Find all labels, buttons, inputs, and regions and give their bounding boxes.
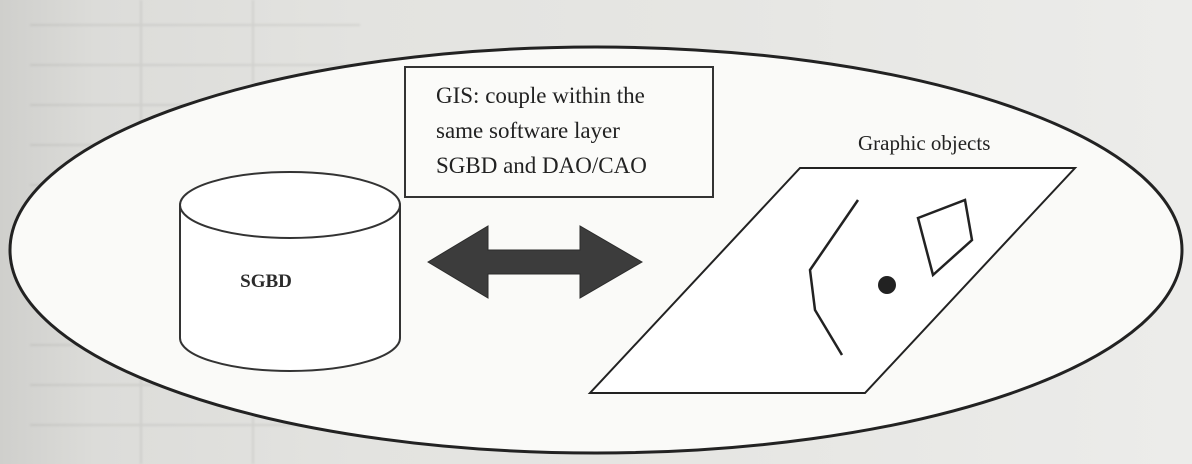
box-line-3: SGBD and DAO/CAO bbox=[436, 153, 647, 178]
polyline-object bbox=[808, 199, 860, 356]
database-label: SGBD bbox=[240, 271, 292, 292]
polygon-object bbox=[916, 198, 974, 278]
gis-description-box: GIS: couple within the same software lay… bbox=[404, 66, 714, 198]
box-line-1: GIS: couple within the bbox=[436, 83, 645, 108]
database-cylinder bbox=[179, 171, 401, 372]
graphic-plane bbox=[587, 167, 1078, 394]
point-object bbox=[878, 276, 896, 294]
box-line-2: same software layer bbox=[436, 118, 620, 143]
graphic-objects-label: Graphic objects bbox=[858, 131, 991, 155]
double-arrow-icon bbox=[427, 225, 643, 299]
